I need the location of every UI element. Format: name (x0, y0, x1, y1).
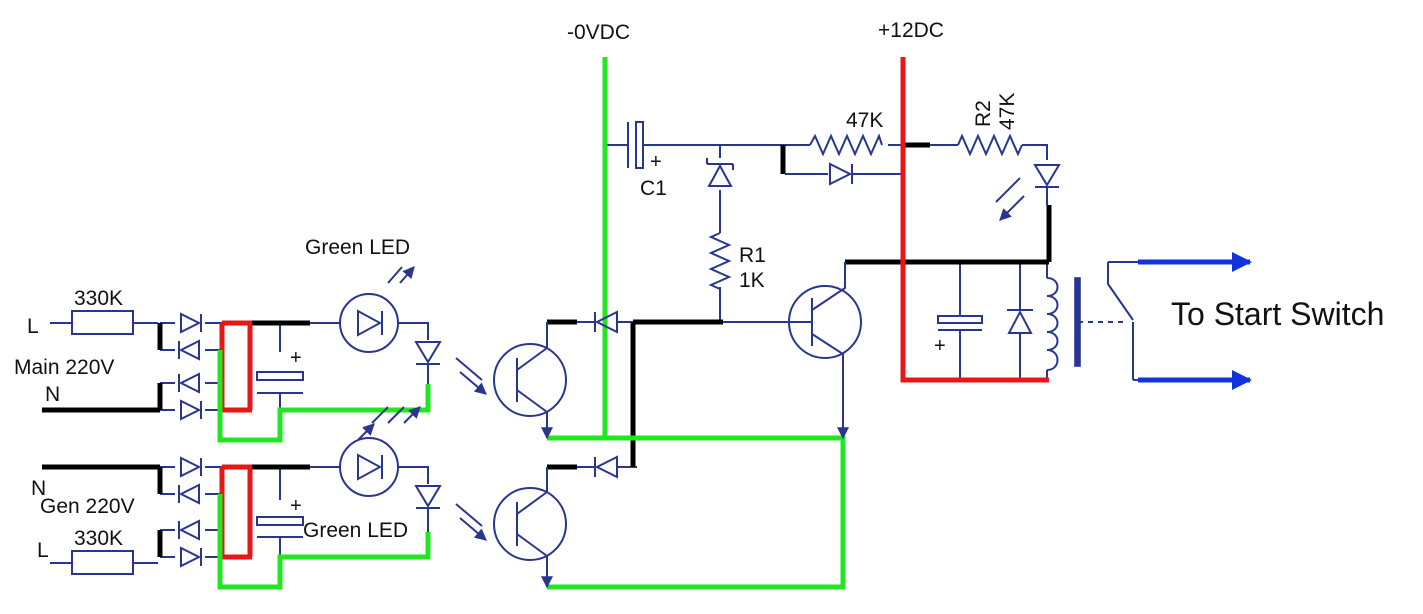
bridge-diode-icon (178, 519, 200, 541)
bridge-rectifier-main (178, 312, 202, 421)
c1-label: C1 (640, 177, 667, 200)
resistor-47k (809, 133, 883, 157)
relay-core (1074, 277, 1081, 367)
main-neutral-label: N (45, 383, 60, 406)
output-arrows (1138, 252, 1252, 390)
bridge-diode-icon (180, 399, 202, 421)
pos-rail-label: +12DC (878, 19, 944, 42)
bridge-diode-icon (178, 372, 200, 394)
capacitor-c1: + (627, 121, 662, 173)
bridge-diode-icon (178, 339, 200, 361)
r1-value-label: 1K (739, 269, 765, 292)
resistor-330k-gen-label: 330K (74, 527, 123, 550)
svg-text:+: + (290, 347, 302, 369)
black-wires (42, 142, 1052, 557)
main-supply-label: Main 220V (14, 356, 114, 379)
svg-text:+: + (934, 335, 946, 357)
svg-text:+: + (650, 151, 662, 173)
phototransistor-gen (493, 467, 567, 589)
signal-wires (50, 144, 1138, 564)
opto-led-gen (414, 485, 486, 540)
opto-led-main (371, 341, 486, 424)
output-label: To Start Switch (1171, 296, 1384, 332)
green-led-main-label: Green LED (305, 236, 410, 259)
bridge-diode-icon (178, 483, 200, 505)
neg-rail-label: -0VDC (567, 21, 630, 44)
bridge-diode-icon (180, 546, 202, 568)
gen-line-label: L (37, 539, 49, 562)
green-led-gen (339, 423, 399, 497)
resistor-r1 (708, 232, 732, 290)
green-led-gen-label: Green LED (303, 519, 408, 542)
resistor-r2 (957, 133, 1023, 157)
r2-name-label: R2 (972, 100, 995, 127)
relay-capacitor: + (934, 315, 983, 357)
svg-text:+: + (290, 495, 302, 517)
resistor-47k-label: 47K (846, 109, 883, 132)
r2-value-label: 47K (996, 93, 1019, 130)
npn-transistor (788, 262, 862, 440)
r1-name-label: R1 (739, 244, 766, 267)
resistor-330k-main (71, 310, 134, 335)
flyback-diode (1007, 309, 1033, 334)
resistor-330k-gen (71, 550, 134, 575)
diode-47k-parallel (829, 162, 853, 186)
phototransistor-main (493, 322, 567, 440)
gen-neutral-label: N (31, 477, 46, 500)
indicator-led-r2 (996, 164, 1061, 220)
filter-capacitor-main: + (256, 347, 304, 394)
relay-coil-icon (1046, 277, 1059, 371)
resistor-330k-main-label: 330K (74, 287, 123, 310)
bridge-rectifier-gen (178, 456, 202, 568)
main-line-label: L (27, 315, 39, 338)
zener-diode (706, 158, 734, 187)
green-led-main (339, 267, 414, 353)
diode-opto-main (594, 310, 618, 334)
diode-opto-gen (594, 455, 618, 479)
gen-supply-label: Gen 220V (40, 495, 135, 518)
bridge-diode-icon (180, 312, 202, 334)
filter-capacitor-gen: + (256, 495, 304, 538)
bridge-diode-icon (180, 456, 202, 478)
